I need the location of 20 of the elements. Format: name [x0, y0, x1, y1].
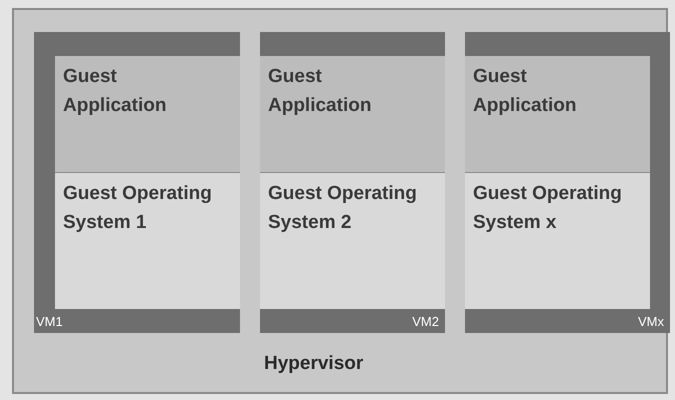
- vm-label: VM1: [36, 312, 63, 330]
- guest-os-box: [465, 172, 650, 309]
- guest-os-box: [55, 172, 240, 309]
- hypervisor-label: Hypervisor: [264, 352, 364, 376]
- box-label: Guest Operating System 2: [268, 182, 418, 235]
- box-label: Guest Operating System 1: [63, 182, 213, 235]
- guest-application-box: [465, 56, 650, 172]
- vm-label: VM2: [412, 312, 439, 330]
- guest-application-box: [55, 56, 240, 172]
- virtual-machine-frame: [34, 32, 240, 333]
- virtual-machine-frame: [260, 32, 445, 333]
- box-label: Guest Application: [473, 65, 578, 118]
- guest-application-box: [260, 56, 445, 172]
- guest-os-box: [260, 172, 445, 309]
- virtual-machine-frame: [465, 32, 670, 333]
- box-label: Guest Application: [268, 65, 372, 118]
- box-label: Guest Operating System x: [473, 182, 623, 235]
- hypervisor-box: [12, 8, 668, 394]
- vm-label: VMx: [638, 312, 664, 330]
- box-label: Guest Application: [63, 65, 168, 118]
